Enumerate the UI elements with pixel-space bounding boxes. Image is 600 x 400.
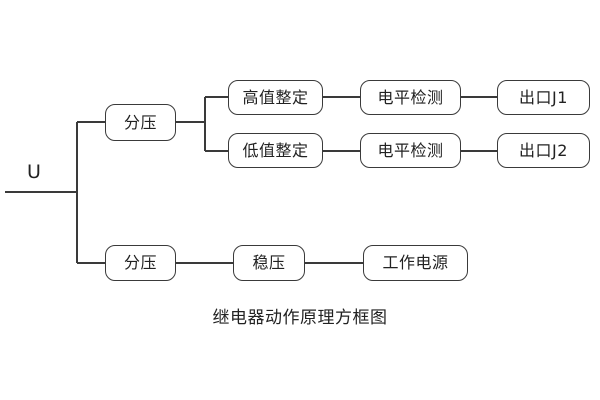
node-divider-upper-label: 分压 bbox=[123, 112, 157, 132]
node-working-power-supply-label: 工作电源 bbox=[382, 253, 449, 272]
node-voltage-regulator-label: 稳压 bbox=[252, 253, 286, 272]
node-voltage-regulator[interactable]: 稳压 bbox=[233, 245, 305, 281]
node-level-detection-1-label: 电平检测 bbox=[377, 87, 444, 107]
node-output-j1-label: 出口J1 bbox=[519, 87, 568, 107]
node-divider-upper[interactable]: 分压 bbox=[105, 104, 176, 141]
node-high-value-setting[interactable]: 高值整定 bbox=[228, 80, 323, 115]
input-voltage-label: U bbox=[27, 161, 41, 183]
node-low-value-setting-label: 低值整定 bbox=[242, 140, 309, 160]
node-working-power-supply[interactable]: 工作电源 bbox=[363, 245, 468, 281]
node-low-value-setting[interactable]: 低值整定 bbox=[228, 133, 323, 168]
diagram-caption: 继电器动作原理方框图 bbox=[212, 308, 388, 328]
node-level-detection-2[interactable]: 电平检测 bbox=[360, 133, 461, 168]
node-level-detection-2-label: 电平检测 bbox=[377, 140, 444, 160]
node-level-detection-1[interactable]: 电平检测 bbox=[360, 80, 461, 115]
node-high-value-setting-label: 高值整定 bbox=[242, 87, 309, 107]
node-divider-lower[interactable]: 分压 bbox=[105, 245, 176, 281]
node-output-j2[interactable]: 出口J2 bbox=[497, 133, 590, 168]
node-output-j2-label: 出口J2 bbox=[519, 140, 568, 160]
node-divider-lower-label: 分压 bbox=[123, 253, 157, 272]
node-output-j1[interactable]: 出口J1 bbox=[497, 80, 590, 115]
